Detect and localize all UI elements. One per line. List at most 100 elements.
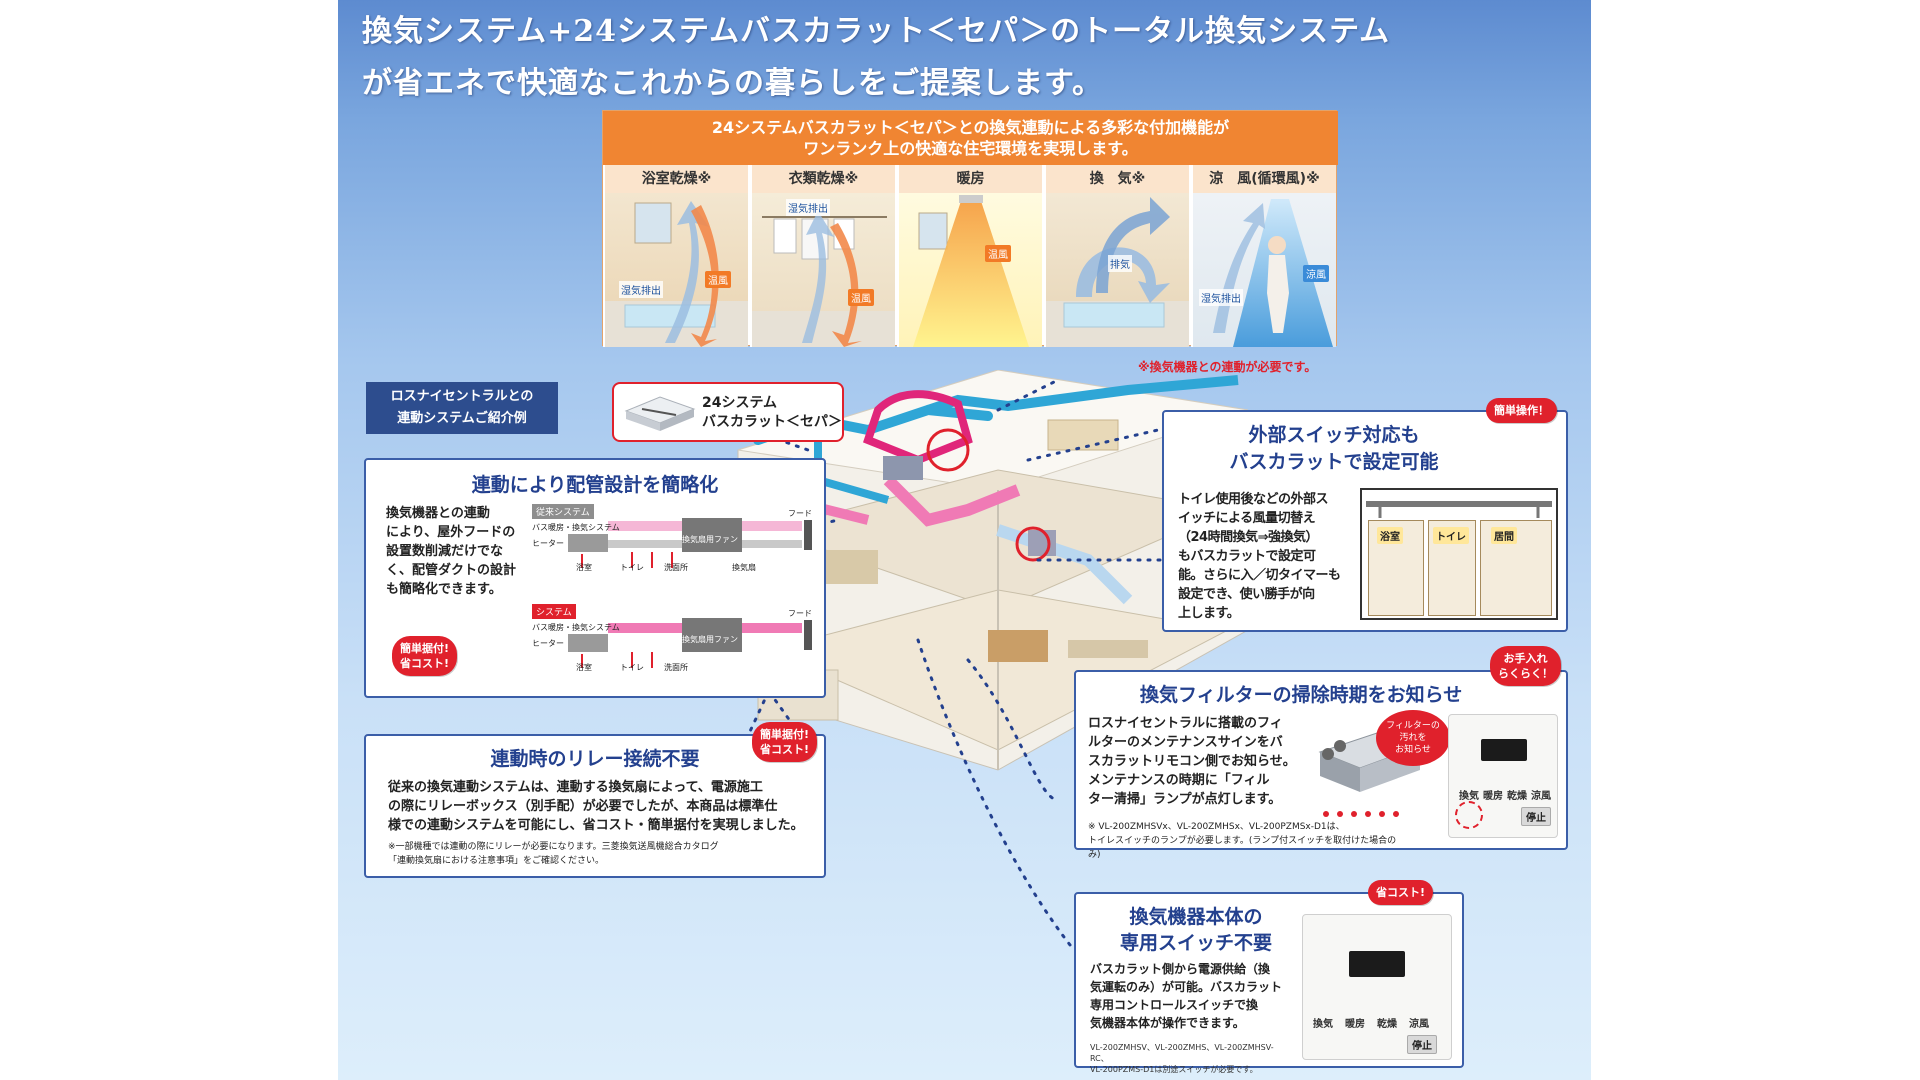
diagram-label: バス暖房・換気システム bbox=[532, 523, 620, 532]
panel-external-switch: 外部スイッチ対応も バスカラットで設定可能 簡単操作！ トイレ使用後などの外部ス… bbox=[1162, 398, 1568, 632]
filter-dirty-bubble: フィルターの 汚れを お知らせ bbox=[1376, 710, 1450, 766]
filter-text-line: ロスナイセントラルに搭載のフィ bbox=[1088, 716, 1283, 731]
room-label: 浴室 bbox=[1377, 527, 1403, 544]
filter-text-line: メンテナンスの時期に「フィル bbox=[1088, 773, 1270, 788]
room-living: 居間 bbox=[1480, 520, 1552, 616]
badge-easy-install-low-cost: 簡単据付! 省コスト! bbox=[392, 636, 458, 676]
remote-button-dry: 乾燥 bbox=[1377, 1019, 1397, 1030]
feature-ventilation: 換 気※ 排気 bbox=[1044, 165, 1189, 347]
room-toilet: トイレ bbox=[1428, 520, 1476, 616]
filter-note-line: トイレスイッチのランプが必要します。(ランプ付スイッチを取付けた場合のみ) bbox=[1088, 836, 1397, 860]
diagram-label: 換気扇用ファン bbox=[682, 635, 738, 644]
badge-line: お手入れ bbox=[1503, 652, 1548, 665]
room-label: 居間 bbox=[1491, 527, 1517, 544]
panel-filter-note: ※ VL-200ZMHSVx、VL-200ZMHSx、VL-200PZMSx-D… bbox=[1088, 820, 1408, 862]
feature-tag: 温風 bbox=[985, 245, 1011, 262]
piping-text-line: も簡略化できます。 bbox=[386, 582, 502, 597]
switch-title-line: バスカラットで設定可能 bbox=[1229, 451, 1439, 473]
switch-text-line: もバスカラットで設定可 bbox=[1178, 549, 1316, 564]
feature-heating-illustration: 温風 bbox=[899, 193, 1042, 347]
filter-note-line: ※ VL-200ZMHSVx、VL-200ZMHSx、VL-200PZMSx-D… bbox=[1088, 822, 1345, 832]
piping-text-line: により、屋外フードの bbox=[386, 525, 516, 540]
feature-bath-dry-illustration: 湿気排出 温風 bbox=[605, 193, 748, 347]
feature-label: 衣類乾燥※ bbox=[752, 165, 895, 193]
filter-text-line: ルターのメンテナンスサインをバ bbox=[1088, 735, 1283, 750]
example-tag-line-1: ロスナイセントラルとの bbox=[390, 389, 534, 404]
system-example-tag: ロスナイセントラルとの 連動システムご紹介例 bbox=[366, 382, 558, 434]
feature-ventilation-illustration: 排気 bbox=[1046, 193, 1189, 347]
panel-switch-title: 外部スイッチ対応も バスカラットで設定可能 bbox=[1224, 422, 1444, 476]
power-note-line: VL-200ZMHSV、VL-200ZMHS、VL-200ZMHSV-RC、 bbox=[1090, 1043, 1274, 1063]
ceiling-unit-icon bbox=[624, 396, 696, 431]
diagram-label: トイレ bbox=[620, 663, 644, 672]
switch-title-line: 外部スイッチ対応も bbox=[1248, 424, 1420, 446]
new-system-tag: システム bbox=[532, 604, 576, 619]
switch-text-line: トイレ使用後などの外部ス bbox=[1178, 492, 1329, 507]
feature-cool-breeze: 涼 風(循環風)※ 湿気排出 涼風 bbox=[1191, 165, 1336, 347]
bath-remote-controller: 換気 暖房 乾燥 涼風 停止 bbox=[1302, 914, 1452, 1060]
switch-text-line: 能。さらに入／切タイマーも bbox=[1178, 568, 1341, 583]
remote-button-stop: 停止 bbox=[1407, 1035, 1437, 1054]
piping-text-line: 換気機器との連動 bbox=[386, 506, 490, 521]
piping-text-line: 設置数削減だけでな bbox=[386, 544, 504, 559]
headline-line-1: 換気システム+24システムバスカラット＜セパ＞のトータル換気システム bbox=[362, 14, 1391, 49]
remote-button-ventilate: 換気 bbox=[1313, 1019, 1333, 1030]
panel-power-text: バスカラット側から電源供給（換 気運転のみ）が可能。バスカラット 専用コントロー… bbox=[1090, 960, 1290, 1032]
relay-note-line: 「連動換気扇における注意事項」をご確認ください。 bbox=[388, 856, 605, 866]
badge-line: 簡単据付! bbox=[400, 642, 450, 655]
diagram-label: バス暖房・換気システム bbox=[532, 623, 620, 632]
switch-text-line: 設定でき、使い勝手が向 bbox=[1178, 587, 1315, 602]
diagram-label: 洗面所 bbox=[664, 663, 688, 672]
panel-no-dedicated-switch: 換気機器本体の 専用スイッチ不要 省コスト! バスカラット側から電源供給（換 気… bbox=[1074, 880, 1464, 1074]
piping-text-line: く、配管ダクトの設計 bbox=[386, 563, 517, 578]
feature-label: 涼 風(循環風)※ bbox=[1193, 165, 1336, 193]
diagram-label: フード bbox=[788, 509, 812, 518]
relay-text-line: の際にリレーボックス（別手配）が必要でしたが、本商品は標準仕 bbox=[388, 799, 778, 814]
heating-cone-icon bbox=[913, 195, 1029, 347]
feature-banner: 24システムバスカラット＜セパ＞との換気連動による多彩な付加機能が ワンランク上… bbox=[602, 110, 1338, 347]
diagram-label: ロスナイセントラル bbox=[682, 607, 754, 616]
bath-dry-arrows-icon bbox=[605, 201, 748, 347]
power-title-line: 専用スイッチ不要 bbox=[1119, 932, 1272, 954]
badge-low-cost: 省コスト! bbox=[1368, 880, 1434, 905]
remote-button-cool: 涼風 bbox=[1531, 791, 1551, 802]
filter-text-line: ター清掃」ランプが点灯します。 bbox=[1088, 792, 1282, 807]
panel-relay-text: 従来の換気連動システムは、連動する換気扇によって、電源施工 の際にリレーボックス… bbox=[388, 778, 808, 835]
power-title-line: 換気機器本体の bbox=[1129, 906, 1263, 928]
diagram-label: ロスナイセントラル bbox=[682, 507, 754, 516]
banner-title-line-1: 24システムバスカラット＜セパ＞との換気連動による多彩な付加機能が bbox=[711, 118, 1230, 137]
diagram-label: 浴室 bbox=[576, 563, 592, 572]
panel-simplified-piping: 連動により配管設計を簡略化 換気機器との連動 により、屋外フードの 設置数削減だ… bbox=[364, 458, 826, 698]
bubble-line: フィルターの bbox=[1386, 721, 1440, 731]
power-text-line: 専用コントロールスイッチで換 bbox=[1090, 998, 1259, 1012]
badge-easy-install-low-cost: 簡単据付! 省コスト! bbox=[752, 722, 818, 762]
panel-switch-text: トイレ使用後などの外部ス イッチによる風量切替え （24時間換気⇒強換気） もバ… bbox=[1178, 490, 1350, 623]
remote-display bbox=[1481, 739, 1527, 761]
feature-tag: 温風 bbox=[848, 289, 874, 306]
unit-callout-line-1: 24システム bbox=[702, 395, 778, 411]
remote-button-cool: 涼風 bbox=[1409, 1019, 1429, 1030]
bubble-line: お知らせ bbox=[1395, 745, 1431, 755]
power-text-line: バスカラット側から電源供給（換 bbox=[1090, 962, 1271, 976]
relay-text-line: 様での連動システムを可能にし、省コスト・簡単据付を実現しました。 bbox=[388, 818, 804, 833]
remote-display bbox=[1349, 951, 1405, 977]
power-note-line: VL-200PZMS-D1は別途スイッチが必要です。 bbox=[1090, 1065, 1258, 1074]
panel-filter-notice: 換気フィルターの掃除時期をお知らせ お手入れ らくらく！ ロスナイセントラルに搭… bbox=[1074, 646, 1568, 860]
bath-unit-callout: 24システム バスカラット＜セパ＞ bbox=[612, 382, 844, 442]
banner-title-line-2: ワンランク上の快適な住宅環境を実現します。 bbox=[803, 139, 1138, 158]
diagram-label: 換気扇 bbox=[732, 563, 756, 572]
feature-tag: 排気 bbox=[1108, 255, 1132, 272]
feature-heating: 暖房 温風 bbox=[897, 165, 1042, 347]
duct-pipe-icon bbox=[1366, 501, 1552, 518]
relay-note-line: ※一部機種では連動の際にリレーが必要になります。三菱換気送風機総合カタログ bbox=[388, 842, 719, 852]
panel-no-relay: 連動時のリレー接続不要 従来の換気連動システムは、連動する換気扇によって、電源施… bbox=[364, 722, 826, 878]
feature-cool-breeze-illustration: 湿気排出 涼風 bbox=[1193, 193, 1336, 347]
feature-label: 換 気※ bbox=[1046, 165, 1189, 193]
badge-line: らくらく！ bbox=[1498, 667, 1553, 680]
panel-power-note: VL-200ZMHSV、VL-200ZMHS、VL-200ZMHSV-RC、 V… bbox=[1090, 1042, 1290, 1075]
diagram-old-system: 従来システム バス暖房・換気システム ヒーター 浴室 トイレ 洗面所 換気扇 ロ… bbox=[532, 504, 817, 574]
clothes-dry-arrows-icon bbox=[752, 211, 895, 347]
badge-easy-operation: 簡単操作！ bbox=[1486, 398, 1557, 423]
relay-text-line: 従来の換気連動システムは、連動する換気扇によって、電源施工 bbox=[388, 780, 763, 795]
diagram-label: ヒーター bbox=[532, 539, 564, 548]
